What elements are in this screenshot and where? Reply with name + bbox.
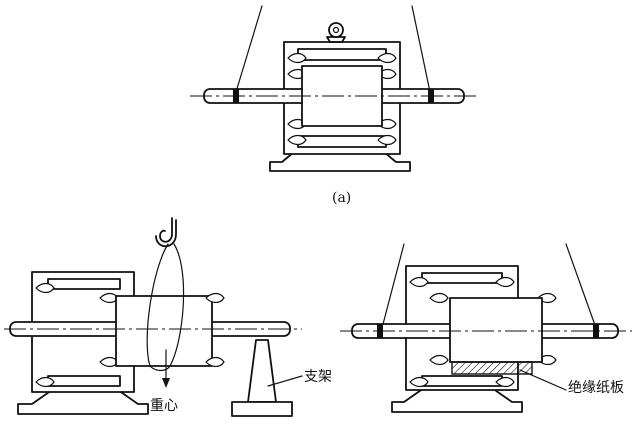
eye-bolt	[328, 22, 344, 38]
bottom-bar	[47, 375, 121, 387]
diagram-c: 绝缘纸板	[340, 243, 632, 413]
sling-left	[235, 5, 263, 93]
sling-left	[146, 243, 169, 367]
sling-left	[381, 243, 405, 329]
rotor	[115, 295, 213, 367]
diagram-b: 重心 支架	[4, 217, 332, 417]
bottom-bar	[421, 375, 503, 387]
rotor	[449, 297, 543, 363]
label-insulating-board: 绝缘纸板	[568, 380, 624, 396]
sling-right	[411, 5, 431, 93]
sling-right	[169, 243, 185, 367]
bottom-bar	[297, 135, 387, 148]
label-support: 支架	[304, 369, 332, 385]
leader-support	[267, 375, 303, 387]
support-base	[231, 401, 293, 417]
crane-hook	[159, 217, 173, 243]
insulating-board	[451, 361, 533, 375]
diagram-a: (a)	[190, 5, 478, 206]
top-bar	[421, 272, 503, 284]
support-stand	[247, 339, 277, 403]
sling-band-right	[593, 324, 599, 338]
label-a: (a)	[332, 190, 351, 206]
top-bar	[47, 278, 121, 290]
top-bar	[297, 48, 387, 61]
label-center-of-gravity: 重心	[150, 398, 178, 414]
base-foot	[391, 387, 523, 413]
sling-right	[565, 243, 597, 329]
base-foot	[17, 389, 149, 415]
leader-insulating-board	[519, 369, 567, 391]
